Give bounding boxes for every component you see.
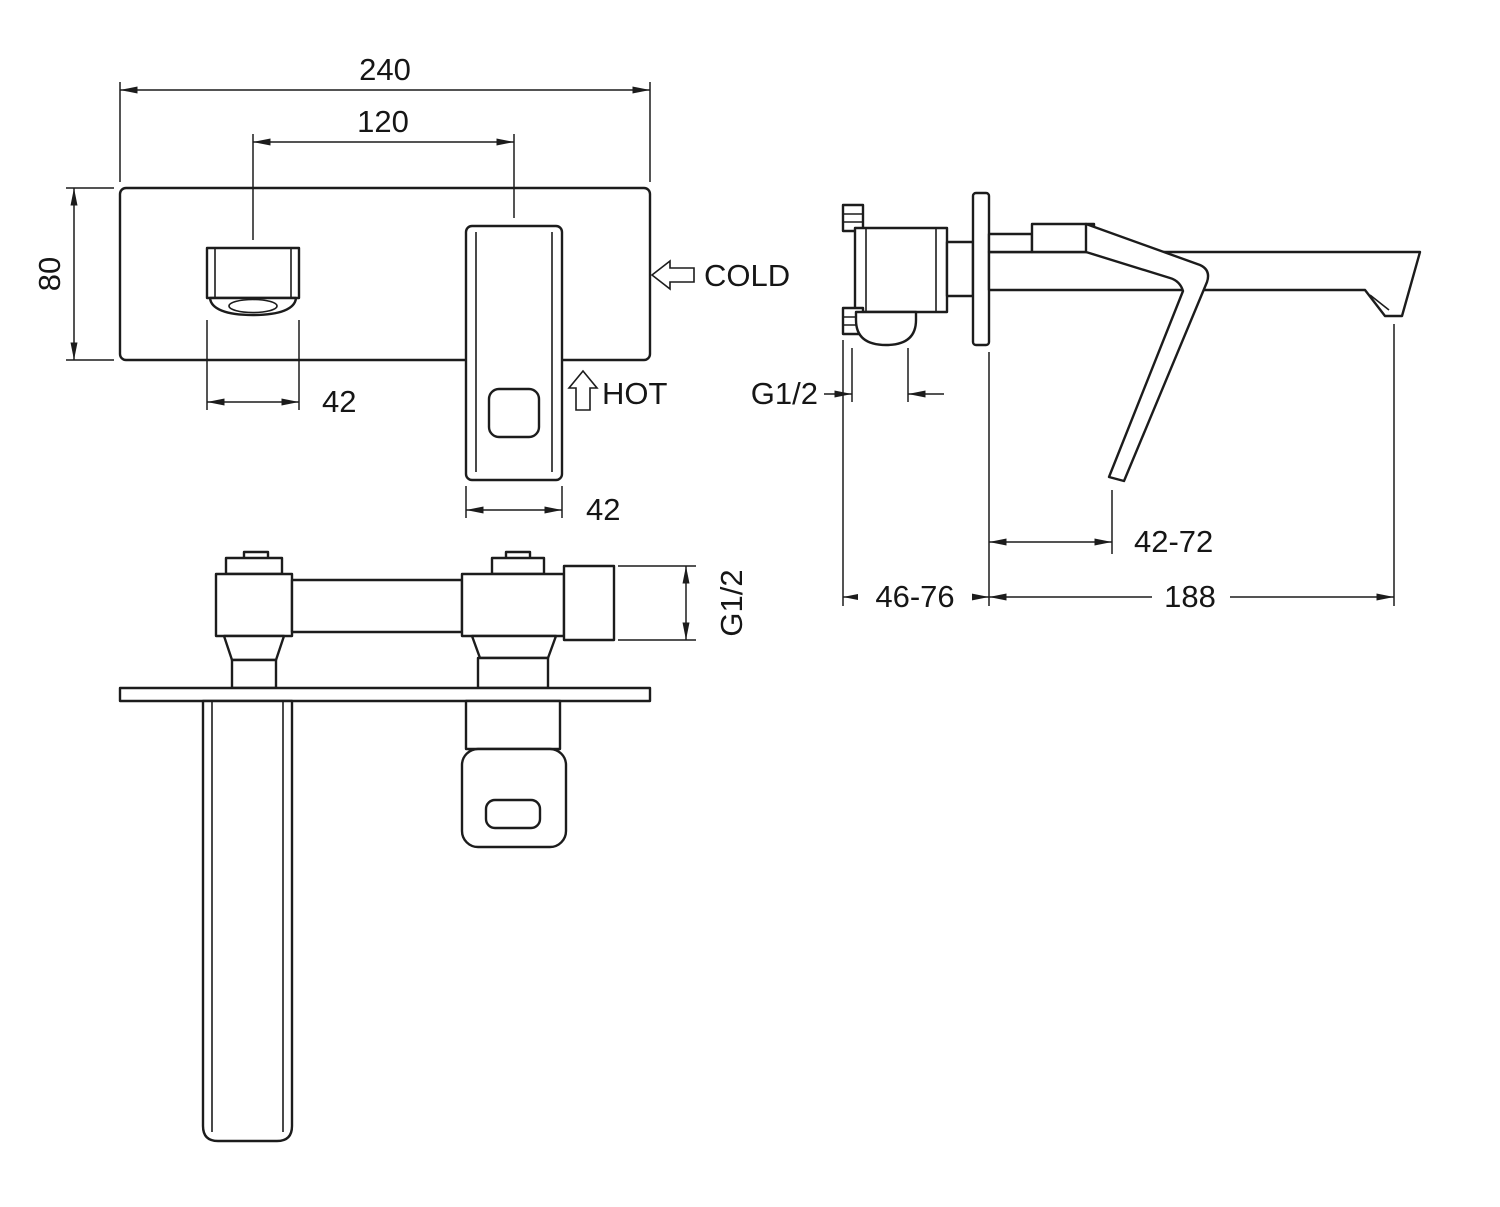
wall-plate-side — [971, 191, 991, 347]
dimension-g12-plan: G1/2 — [618, 565, 749, 641]
dimension-42-handle: 42 — [465, 486, 620, 527]
front-view: 240 120 80 42 42 — [32, 52, 790, 527]
valve-cap — [490, 556, 546, 576]
label-mask — [1152, 581, 1230, 613]
spout-cap — [224, 556, 284, 576]
dim-label-spout-42: 42 — [322, 384, 356, 419]
valve-connector — [945, 240, 975, 298]
valve-body-plan — [460, 572, 566, 638]
handle-front — [464, 224, 564, 482]
handle-neck — [464, 699, 562, 751]
dimension-120: 120 — [252, 104, 515, 240]
handle-lever — [1084, 222, 1210, 483]
valve-body-side — [853, 226, 949, 314]
plan-view: G1/2 — [118, 550, 749, 1143]
dim-label-42-72: 42-72 — [1134, 524, 1213, 559]
dimension-42-spout: 42 — [206, 320, 356, 419]
spout-body-plan — [214, 572, 294, 638]
handle-base — [1030, 222, 1096, 254]
hot-label: HOT — [602, 376, 668, 411]
spout-front — [205, 246, 301, 300]
cold-arrow-icon — [650, 259, 695, 291]
valve-housing — [562, 564, 616, 642]
spout-outlet-line — [1369, 294, 1390, 311]
hot-indicator: HOT — [567, 369, 668, 411]
side-view: G1/2 42-72 46-76 188 — [751, 191, 1422, 614]
valve-dome — [854, 310, 918, 347]
valve-flange — [476, 656, 550, 690]
dimension-46-76: 46-76 — [843, 579, 989, 614]
dim-label-188: 188 — [1164, 579, 1216, 614]
valve-taper — [470, 634, 558, 660]
body-connector — [290, 578, 464, 634]
hot-arrow-icon — [567, 369, 599, 411]
wall-plate-front — [118, 186, 652, 362]
handle-grip — [460, 747, 568, 849]
dimension-240: 240 — [119, 52, 651, 182]
aerator — [228, 298, 278, 314]
spout-tube — [201, 699, 294, 1143]
handle-link — [987, 232, 1034, 254]
dim-label-80: 80 — [32, 257, 67, 291]
dim-label-46-76: 46-76 — [875, 579, 954, 614]
inlet-fitting-top — [841, 203, 865, 233]
spout-flange — [230, 658, 278, 690]
dimension-42-72: 42-72 — [989, 524, 1213, 559]
dim-label-120: 120 — [357, 104, 409, 139]
handle-hole — [487, 387, 541, 439]
cold-indicator: COLD — [650, 258, 790, 293]
dim-label-handle-42: 42 — [586, 492, 620, 527]
dimension-188: 188 — [989, 579, 1394, 614]
dimension-g12-side: G1/2 — [751, 348, 944, 411]
wall-plate-plan — [118, 686, 652, 703]
dim-label-g12-plan: G1/2 — [714, 569, 749, 636]
label-mask — [858, 581, 972, 613]
dim-label-g12-side: G1/2 — [751, 376, 818, 411]
cold-label: COLD — [704, 258, 790, 293]
dimension-80: 80 — [32, 187, 114, 361]
handle-grip-slot — [484, 798, 542, 830]
spout-taper — [222, 634, 286, 662]
dim-label-240: 240 — [359, 52, 411, 87]
